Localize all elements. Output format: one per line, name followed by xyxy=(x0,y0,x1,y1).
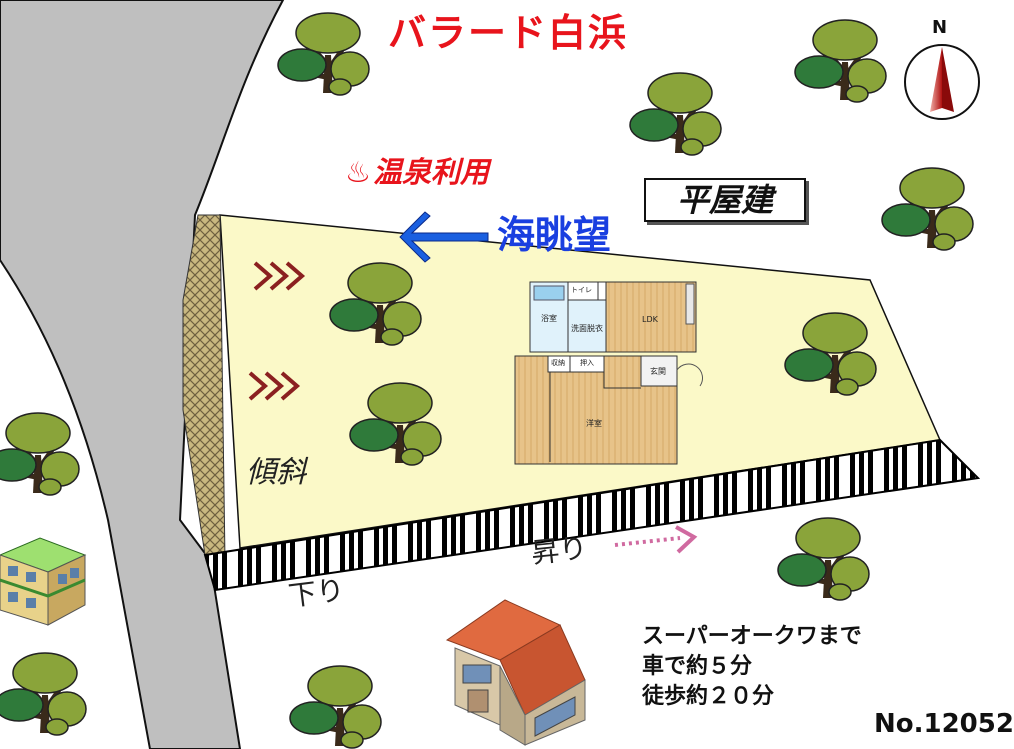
onsen-icon: ♨ xyxy=(345,155,371,189)
access-info-line: スーパーオークワまで xyxy=(642,624,862,649)
retaining-wall xyxy=(182,214,226,561)
room-bath: 浴室 xyxy=(541,314,557,323)
building-type-label: 平屋建 xyxy=(644,178,806,222)
onsen-text: 温泉利用 xyxy=(373,155,490,189)
house-icon xyxy=(445,599,586,746)
room-storage: 収納 xyxy=(551,359,565,367)
compass-north-label: N xyxy=(932,17,948,38)
striped-road xyxy=(203,438,981,592)
access-info-line: 車で約５分 xyxy=(642,654,753,679)
room-ldk: LDK xyxy=(642,315,658,324)
property-title: バラード白浜 xyxy=(388,11,629,55)
room-closet: 押入 xyxy=(580,359,594,367)
floor-plan xyxy=(514,281,704,465)
onsen-label: ♨温泉利用 xyxy=(345,158,489,187)
access-info: スーパーオークワまで 車で約５分 徒歩約２０分 xyxy=(642,622,862,712)
road-down-label: 下り xyxy=(286,573,347,613)
access-info-line: 徒歩約２０分 xyxy=(642,684,775,709)
room-entrance: 玄関 xyxy=(650,367,666,376)
room-toilet: トイレ xyxy=(571,286,592,294)
up-direction-arrow xyxy=(614,525,698,554)
apartment-icon xyxy=(0,537,87,626)
chevron-right-icon xyxy=(248,261,306,401)
room-western: 洋室 xyxy=(586,419,602,428)
arrow-left-icon xyxy=(399,211,489,263)
slope-label: 傾斜 xyxy=(246,455,306,490)
road-up-label: 昇り xyxy=(529,531,589,570)
listing-number: No.12052 xyxy=(874,709,1014,739)
room-washroom: 洗面脱衣 xyxy=(571,324,603,333)
sea-view-label: 海眺望 xyxy=(497,213,612,257)
road xyxy=(0,0,285,749)
north-compass-icon xyxy=(904,44,980,120)
